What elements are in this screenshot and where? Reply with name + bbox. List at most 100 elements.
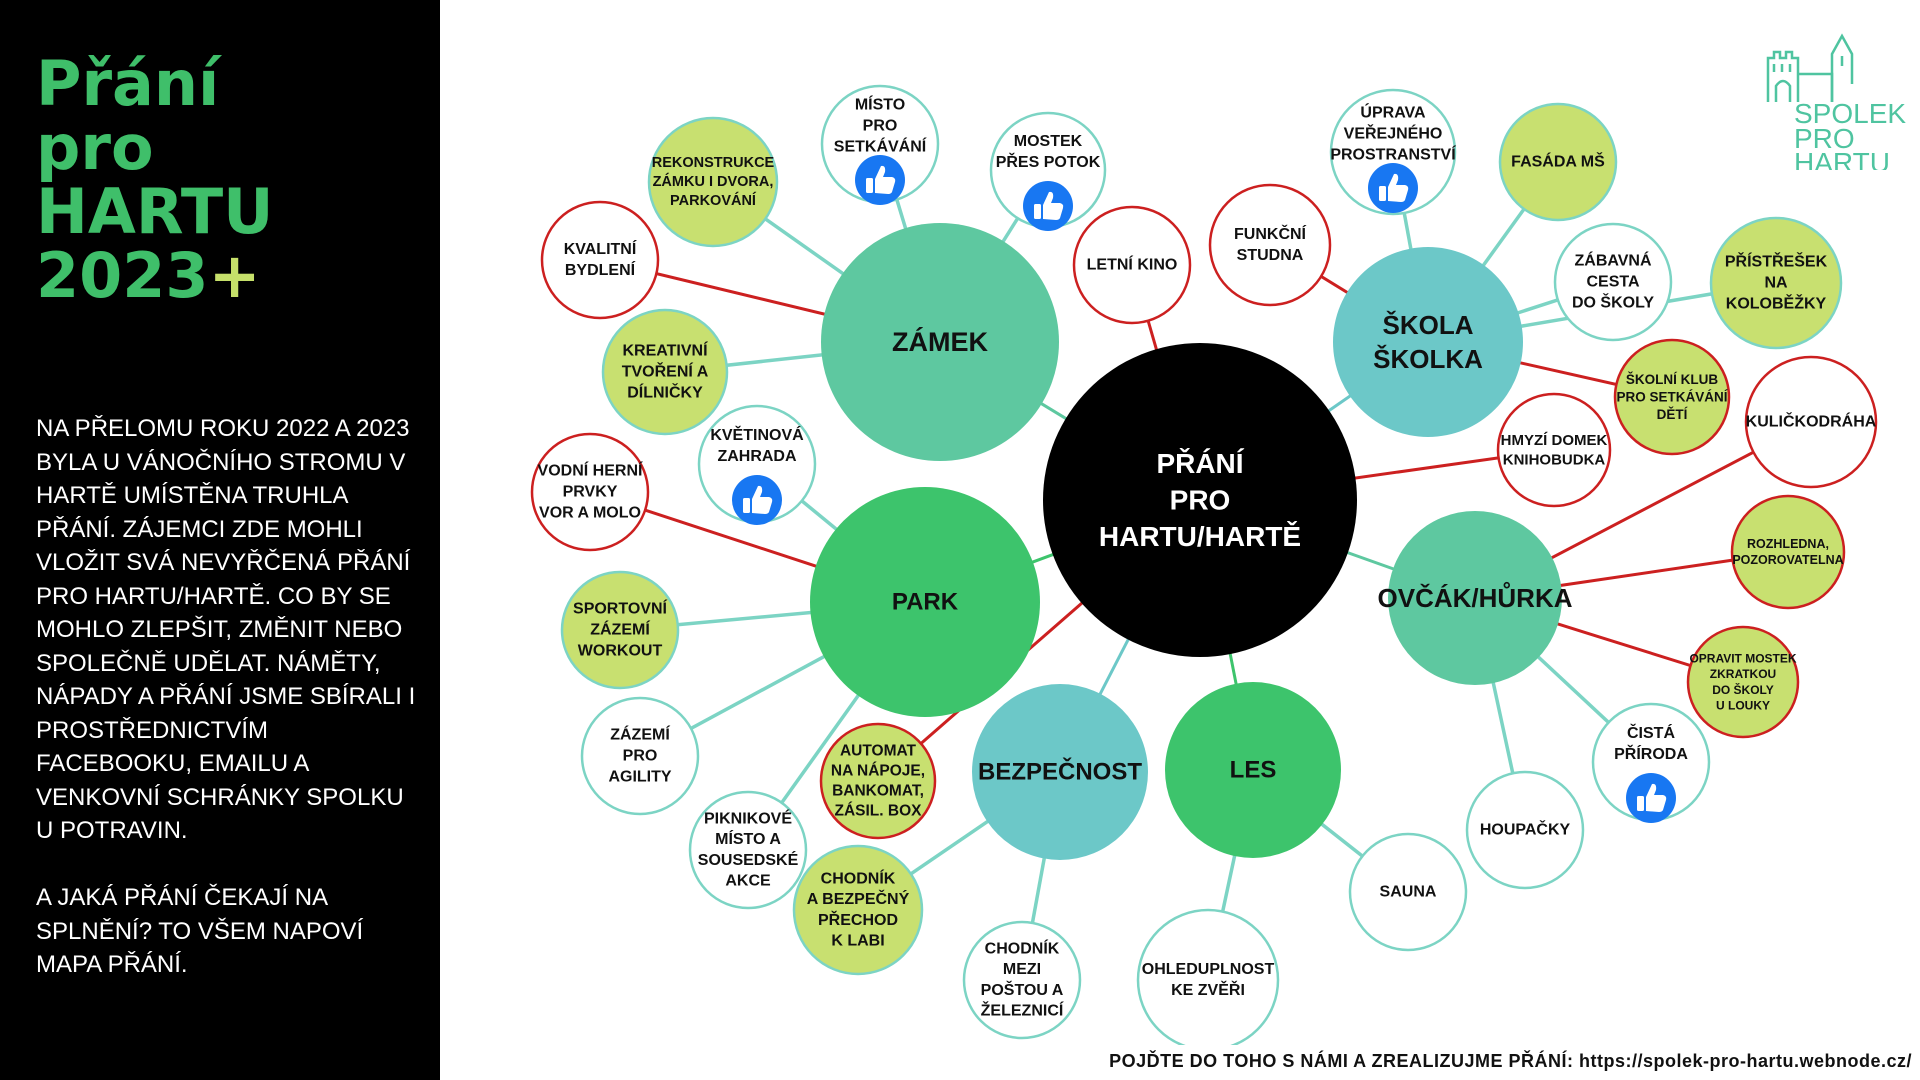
sidebar: Přání pro HARTU 2023+ NA PŘELOMU ROKU 20… [0, 0, 440, 1080]
wish-label: K LABI [831, 933, 884, 950]
wish-node-rozhledna: ROZHLEDNA, POZOROVATELNA [1730, 494, 1846, 610]
wish-label: ŠKOLNÍ KLUB [1626, 372, 1718, 387]
category-node-les: LES [1165, 682, 1341, 858]
wish-label: VOR A MOLO [539, 504, 641, 521]
wish-label: PŘÍRODA [1614, 744, 1688, 763]
thumbs-up-icon [1368, 163, 1418, 213]
spolek-logo: SPOLEK PRO HARTU [1766, 33, 1906, 170]
wish-label: HMYZÍ DOMEK [1501, 432, 1608, 449]
wish-label: AKCE [725, 873, 771, 890]
wish-label: CESTA [1586, 274, 1639, 291]
category-label: ŠKOLA [1383, 310, 1474, 340]
wish-label: SAUNA [1380, 884, 1437, 901]
wish-label: OPRAVIT MOSTEK [1689, 652, 1796, 666]
wish-label: SPORTOVNÍ [573, 599, 668, 618]
wish-bubble [1730, 494, 1846, 610]
category-node-zamek: ZÁMEK [821, 223, 1059, 461]
wish-label: AGILITY [608, 768, 671, 785]
wish-node-sportovni-zazemi: SPORTOVNÍ ZÁZEMÍ WORKOUT [560, 570, 680, 690]
wish-bubble [1686, 625, 1800, 739]
title-plus: + [208, 239, 261, 312]
category-bubble [972, 684, 1148, 860]
category-label: OVČÁK/HŮRKA [1378, 581, 1573, 613]
wish-label: ROZHLEDNA, [1747, 537, 1829, 551]
category-label: ZÁMEK [892, 326, 988, 357]
wish-label: WORKOUT [578, 642, 663, 659]
thumbs-up-icon [732, 475, 782, 525]
wish-bubble [1465, 770, 1585, 890]
wish-bubble [580, 696, 700, 816]
wish-bubble [962, 920, 1082, 1040]
category-bubble [1388, 511, 1562, 685]
wish-bubble [792, 844, 924, 976]
wish-node-rekonstrukce-zamku: REKONSTRUKCE ZÁMKU I DVORA, PARKOVÁNÍ [647, 116, 779, 248]
wish-bubble [1329, 88, 1457, 216]
wish-label: PARKOVÁNÍ [670, 192, 757, 209]
wish-bubble [647, 116, 779, 248]
wish-label: VEŘEJNÉHO [1344, 124, 1443, 143]
category-node-bezpecnost: BEZPEČNOST [972, 684, 1148, 860]
logo-text-line: SPOLEK [1794, 98, 1906, 129]
wish-bubble [1208, 183, 1332, 307]
logo-text-line: PRO [1794, 123, 1855, 154]
wish-label: ZÁZEMÍ [590, 620, 650, 639]
wish-label: DO ŠKOLY [1572, 292, 1654, 311]
wish-label: ČISTÁ [1627, 723, 1675, 742]
wish-label: STUDNA [1237, 247, 1304, 264]
wish-label: DO ŠKOLY [1712, 682, 1774, 697]
wish-bubble [1496, 392, 1612, 508]
logo-text-line: HARTU [1794, 147, 1890, 170]
center-bubble [1043, 343, 1357, 657]
category-label: LES [1230, 757, 1277, 784]
category-label: PARK [892, 589, 959, 616]
wish-label: CHODNÍK [985, 938, 1060, 957]
wish-label: PRVKY [563, 484, 618, 501]
wish-label: REKONSTRUKCE [652, 155, 775, 171]
wish-label: DÍLNIČKY [627, 382, 703, 401]
wish-label: POZOROVATELNA [1732, 553, 1843, 567]
wish-label: ŽELEZNICÍ [981, 1001, 1064, 1020]
category-bubble [821, 223, 1059, 461]
wish-node-sauna: SAUNA [1348, 832, 1468, 952]
center-label: HARTU/HARTĚ [1099, 521, 1301, 552]
thumbs-up-icon [1023, 181, 1073, 231]
wish-label: MÍSTO A [715, 829, 781, 848]
wish-label: ZÁMKU I DVORA, [653, 173, 774, 190]
wish-label: SOUSEDSKÉ [698, 850, 799, 869]
wish-label: ZÁBAVNÁ [1574, 251, 1651, 270]
wish-bubble [819, 722, 937, 840]
wish-label: SETKÁVÁNÍ [834, 136, 927, 155]
wish-label: OHLEDUPLNOST [1142, 961, 1275, 978]
wish-label: TVOŘENÍ A [622, 362, 709, 381]
wish-node-houpacky: HOUPAČKY [1465, 770, 1585, 890]
wish-bubble [1136, 908, 1280, 1045]
wish-node-funkcni-studna: FUNKČNÍ STUDNA [1208, 183, 1332, 307]
wish-label: FUNKČNÍ [1234, 224, 1307, 243]
wish-label: AUTOMAT [840, 742, 917, 759]
wish-label: KREATIVNÍ [622, 341, 708, 360]
footer-cta: POJĎTE DO TOHO S NÁMI A ZREALIZUJME PŘÁN… [1109, 1051, 1912, 1071]
title-line: pro [36, 111, 154, 184]
wish-bubble [1498, 102, 1618, 222]
wish-bubble [560, 570, 680, 690]
wish-label: KE ZVĚŘI [1171, 980, 1245, 999]
wish-label: PŘECHOD [818, 910, 898, 929]
wish-bubble [1553, 222, 1673, 342]
category-bubble [810, 487, 1040, 717]
thumbs-up-icon [1626, 773, 1676, 823]
